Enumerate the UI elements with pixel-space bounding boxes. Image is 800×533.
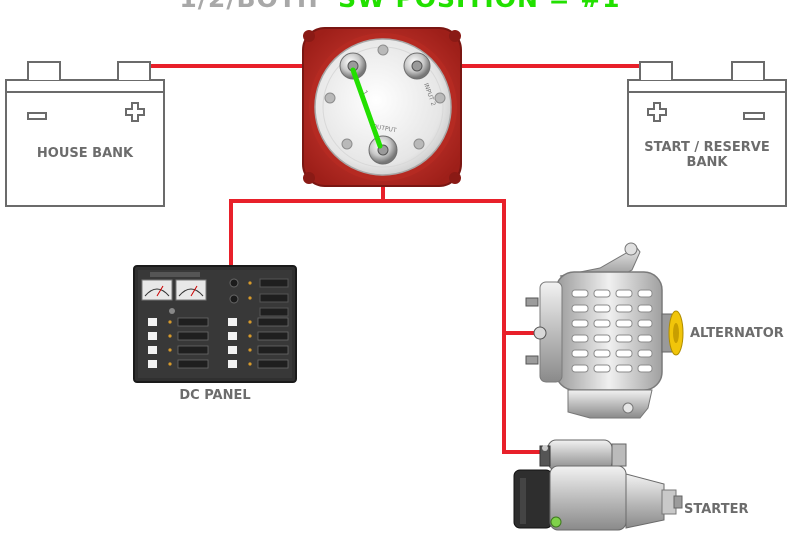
title-switch-type: 1/2/BOTH — [179, 0, 318, 13]
battery-icon — [627, 61, 787, 207]
dc-panel-icon — [133, 265, 297, 383]
switch-input-1-label: 1 — [360, 89, 369, 97]
minus-terminal-icon — [743, 112, 765, 120]
house-bank-label: HOUSE BANK — [36, 146, 134, 161]
plus-terminal-icon — [647, 102, 667, 122]
dc-panel-label: DC PANEL — [179, 388, 251, 403]
battery-icon — [5, 61, 165, 207]
alternator-icon — [525, 242, 684, 419]
diagram-title: 1/2/BOTH SW POSITION = #1 — [0, 0, 800, 13]
active-connection-line — [350, 67, 383, 149]
plus-terminal-icon — [125, 102, 145, 122]
title-switch-position: SW POSITION = #1 — [338, 0, 620, 13]
wire-to-alternator — [502, 199, 550, 454]
minus-terminal-icon — [27, 112, 47, 120]
alternator-label: ALTERNATOR — [690, 326, 784, 341]
switch-output-label: OUTPUT — [372, 123, 398, 134]
starter-label: STARTER — [684, 502, 749, 517]
battery-switch-icon: 1 INPUT 2 OUTPUT — [302, 27, 462, 187]
start-bank-label: START / RESERVE BANK — [628, 140, 786, 170]
start-bank-label-line2: BANK — [686, 155, 728, 170]
start-bank-label-line1: START / RESERVE — [644, 140, 770, 155]
starter-motor-icon — [513, 439, 683, 531]
